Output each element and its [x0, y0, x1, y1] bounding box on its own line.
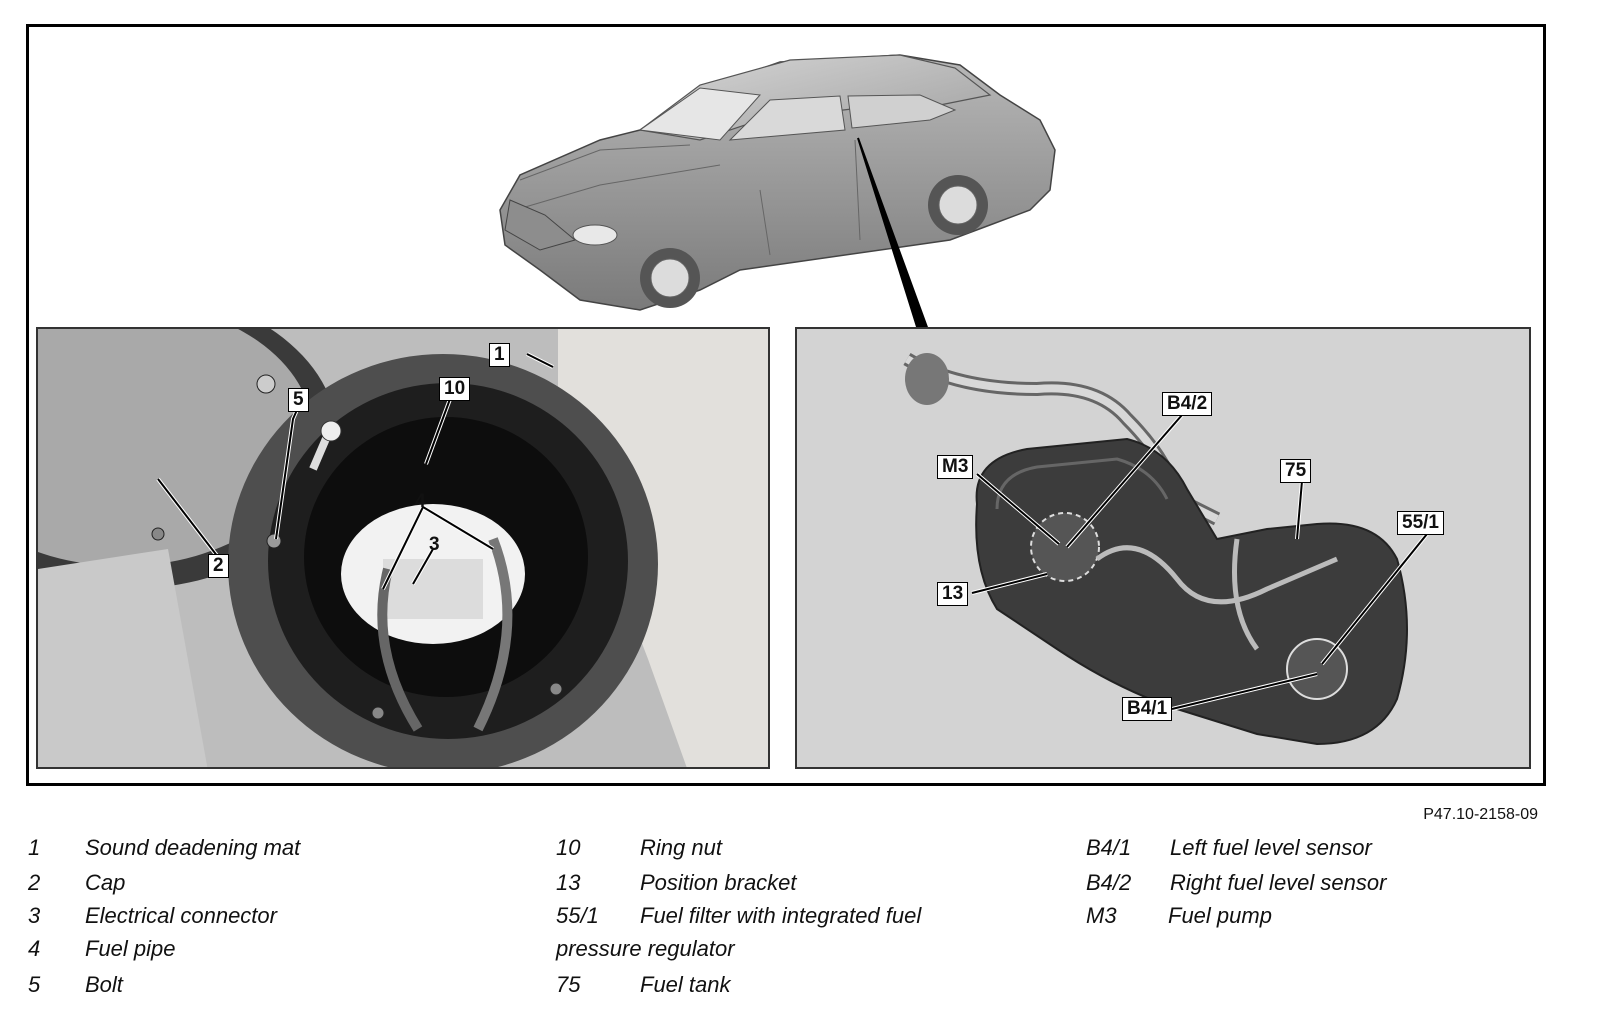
callout-55-1: 55/1 [1397, 511, 1444, 535]
callout-2: 2 [208, 554, 229, 578]
callout-m3: M3 [937, 455, 974, 479]
legend-label: Cap [85, 870, 126, 895]
callout-4: 4 [415, 491, 426, 512]
legend-label: Position bracket [640, 870, 797, 895]
fuel-tank-panel: B4/2 M3 75 55/1 13 B4/1 [795, 327, 1531, 769]
legend-number: 75 [556, 972, 581, 997]
callout-1: 1 [489, 343, 510, 367]
legend-label: Fuel pipe [85, 936, 176, 961]
callout-13: 13 [937, 582, 969, 606]
callout-b4-1: B4/1 [1122, 697, 1173, 721]
legend-label: Electrical connector [85, 903, 277, 928]
callout-10: 10 [439, 377, 471, 401]
legend-label: Bolt [85, 972, 123, 997]
figure-id: P47.10-2158-09 [1423, 806, 1538, 823]
callout-5: 5 [288, 388, 309, 412]
callout-b4-2: B4/2 [1162, 392, 1213, 416]
legend-number: 4 [28, 936, 41, 961]
legend-number: B4/2 [1086, 870, 1132, 895]
callout-75: 75 [1280, 459, 1312, 483]
callout-3: 3 [429, 534, 440, 555]
sedan-car [499, 54, 1056, 311]
legend-number: 3 [28, 903, 41, 928]
legend-number: 5 [28, 972, 41, 997]
fuel-pump-opening-photo [38, 329, 768, 767]
legend-number: 1 [28, 835, 41, 860]
legend-number: 2 [28, 870, 41, 895]
legend-number: 13 [556, 870, 581, 895]
legend-label: Sound deadening mat [85, 835, 301, 860]
fuel-tank-illustration [903, 352, 1429, 746]
legend-label: Fuel pump [1168, 903, 1272, 928]
fuel-pump-access-panel: 1 10 5 4 3 2 [36, 327, 770, 769]
legend: 1 Sound deadening mat 2 Cap 3 Electrical… [0, 835, 1598, 1015]
legend-label: Fuel tank [640, 972, 731, 997]
legend-label: Fuel filter with integrated fuel [640, 903, 922, 928]
legend-number: B4/1 [1086, 835, 1132, 860]
legend-label-continued: pressure regulator [556, 936, 735, 961]
legend-label: Ring nut [640, 835, 722, 860]
legend-number: M3 [1086, 903, 1117, 928]
legend-label: Right fuel level sensor [1170, 870, 1387, 895]
legend-label: Left fuel level sensor [1170, 835, 1372, 860]
legend-number: 10 [556, 835, 581, 860]
legend-number: 55/1 [556, 903, 599, 928]
